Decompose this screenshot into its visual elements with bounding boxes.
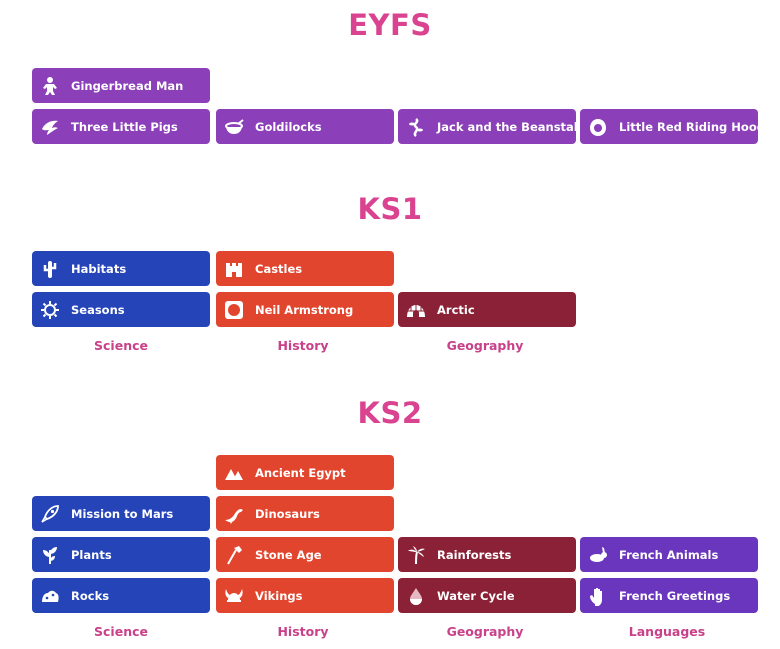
- topic-little-red-riding-hood[interactable]: Little Red Riding Hood: [580, 109, 765, 144]
- subject-label-science: Science: [94, 338, 148, 353]
- topic-label: Rainforests: [437, 547, 512, 562]
- pig-icon: [39, 116, 61, 138]
- topic-label: Habitats: [71, 261, 127, 276]
- rocket-icon: [39, 503, 61, 525]
- topic-label: French Greetings: [619, 588, 731, 603]
- igloo-icon: [405, 299, 427, 321]
- castle-icon: [223, 258, 245, 280]
- topic-label: Rocks: [71, 588, 110, 603]
- water-drop-icon: [405, 585, 427, 607]
- gingerbread-icon: [39, 75, 61, 97]
- rabbit-icon: [587, 544, 609, 566]
- topic-dinosaurs[interactable]: Dinosaurs: [216, 496, 394, 531]
- plant-icon: [39, 544, 61, 566]
- topic-label: Plants: [71, 547, 112, 562]
- subject-label-geography: Geography: [446, 624, 524, 639]
- topic-castles[interactable]: Castles: [216, 251, 394, 286]
- helmet-icon: [223, 299, 245, 321]
- topic-label: Water Cycle: [437, 588, 515, 603]
- topic-label: Vikings: [255, 588, 303, 603]
- beanstalk-icon: [405, 116, 427, 138]
- stone-axe-icon: [223, 544, 245, 566]
- ks1-heading: KS1: [357, 192, 423, 226]
- topic-label: Castles: [255, 261, 303, 276]
- topic-gingerbread-man[interactable]: Gingerbread Man: [32, 68, 210, 103]
- rocks-icon: [39, 585, 61, 607]
- topic-label: Gingerbread Man: [71, 78, 184, 93]
- topic-label: Dinosaurs: [255, 506, 320, 521]
- topic-goldilocks[interactable]: Goldilocks: [216, 109, 394, 144]
- topic-neil-armstrong[interactable]: Neil Armstrong: [216, 292, 394, 327]
- eyfs-heading: EYFS: [348, 8, 432, 42]
- subject-label-history: History: [277, 624, 329, 639]
- subject-label-languages: Languages: [628, 624, 706, 639]
- topic-label: Arctic: [437, 302, 475, 317]
- subject-label-geography: Geography: [446, 338, 524, 353]
- topic-label: Three Little Pigs: [71, 119, 178, 134]
- topic-label: Goldilocks: [255, 119, 322, 134]
- topic-plants[interactable]: Plants: [32, 537, 210, 572]
- topic-three-little-pigs[interactable]: Three Little Pigs: [32, 109, 210, 144]
- subject-label-science: Science: [94, 624, 148, 639]
- subject-label-history: History: [277, 338, 329, 353]
- topic-french-animals[interactable]: French Animals: [580, 537, 758, 572]
- topic-ancient-egypt[interactable]: Ancient Egypt: [216, 455, 394, 490]
- topic-label: Little Red Riding Hood: [619, 119, 765, 134]
- topic-habitats[interactable]: Habitats: [32, 251, 210, 286]
- porridge-bowl-icon: [223, 116, 245, 138]
- waving-hand-icon: [587, 585, 609, 607]
- topic-rocks[interactable]: Rocks: [32, 578, 210, 613]
- topic-label: Mission to Mars: [71, 506, 174, 521]
- topic-label: Ancient Egypt: [255, 465, 346, 480]
- viking-helmet-icon: [223, 585, 245, 607]
- topic-mission-to-mars[interactable]: Mission to Mars: [32, 496, 210, 531]
- topic-jack-and-the-beanstalk[interactable]: Jack and the Beanstalk: [398, 109, 585, 144]
- topic-stone-age[interactable]: Stone Age: [216, 537, 394, 572]
- topic-arctic[interactable]: Arctic: [398, 292, 576, 327]
- topic-label: Neil Armstrong: [255, 302, 354, 317]
- sun-icon: [39, 299, 61, 321]
- dinosaur-icon: [223, 503, 245, 525]
- topic-label: French Animals: [619, 547, 719, 562]
- ks2-heading: KS2: [357, 396, 423, 430]
- topic-label: Stone Age: [255, 547, 322, 562]
- hood-icon: [587, 116, 609, 138]
- topic-vikings[interactable]: Vikings: [216, 578, 394, 613]
- topic-rainforests[interactable]: Rainforests: [398, 537, 576, 572]
- cactus-icon: [39, 258, 61, 280]
- topic-water-cycle[interactable]: Water Cycle: [398, 578, 576, 613]
- pyramid-icon: [223, 462, 245, 484]
- topic-french-greetings[interactable]: French Greetings: [580, 578, 758, 613]
- topic-seasons[interactable]: Seasons: [32, 292, 210, 327]
- topic-label: Jack and the Beanstalk: [437, 119, 586, 134]
- palm-tree-icon: [405, 544, 427, 566]
- topic-label: Seasons: [71, 302, 125, 317]
